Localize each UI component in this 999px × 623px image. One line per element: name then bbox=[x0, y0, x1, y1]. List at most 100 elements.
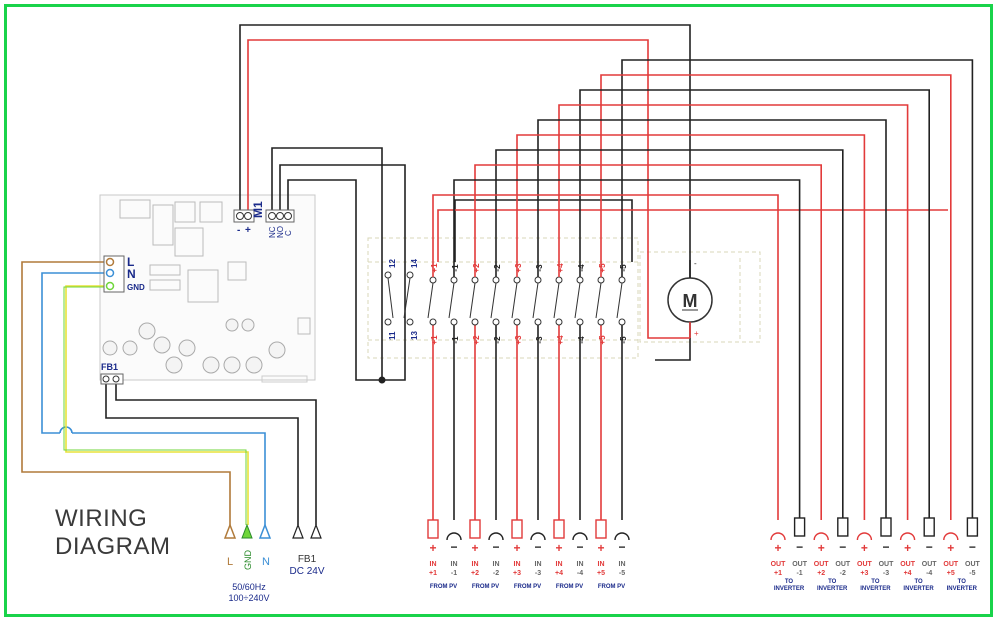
relay-c: C bbox=[284, 230, 293, 236]
input-group-label: FROM PV bbox=[472, 584, 499, 590]
mains-n-label: N bbox=[262, 556, 270, 568]
input-plus-top: IN bbox=[598, 561, 605, 568]
aux-11: 11 bbox=[388, 331, 397, 340]
output-minus-bottom: -1 bbox=[796, 570, 802, 577]
output-plus-block bbox=[770, 532, 786, 541]
input-plus-block bbox=[427, 519, 439, 539]
pole-contact-top bbox=[534, 276, 542, 284]
input-minus-top: IN bbox=[577, 561, 584, 568]
input-group-label: FROM PV bbox=[430, 584, 457, 590]
pole-label-bottom: -1 bbox=[451, 336, 460, 344]
mains-wires bbox=[21, 261, 317, 525]
input-plus-top: IN bbox=[514, 561, 521, 568]
input-plus-top: IN bbox=[472, 561, 479, 568]
pole-label-bottom: -2 bbox=[493, 336, 502, 344]
output-minus-block bbox=[793, 517, 806, 537]
output-minus-top: OUT bbox=[835, 561, 851, 568]
aux-12: 12 bbox=[388, 259, 397, 268]
power-n-label: N bbox=[127, 267, 136, 281]
output-minus-bottom: -5 bbox=[969, 570, 975, 577]
pole-label-top: -2 bbox=[493, 264, 502, 272]
input-minus-bottom: -2 bbox=[493, 570, 499, 577]
input-minus-sign: − bbox=[618, 540, 625, 554]
output-group-label-1: TO bbox=[914, 579, 923, 585]
input-plus-block bbox=[469, 519, 481, 539]
aux-13: 13 bbox=[410, 331, 419, 340]
input-minus-top: IN bbox=[535, 561, 542, 568]
output-minus-top: OUT bbox=[922, 561, 938, 568]
input-plus-bottom: +4 bbox=[555, 570, 563, 577]
output-wire bbox=[432, 194, 779, 520]
output-wires bbox=[432, 59, 974, 520]
output-plus-sign: + bbox=[947, 541, 954, 555]
pole-contact-bottom bbox=[534, 318, 542, 326]
fb-label: FB1 bbox=[298, 554, 317, 565]
title-line-2: DIAGRAM bbox=[55, 533, 171, 560]
pole-contact-top bbox=[513, 276, 521, 284]
input-minus-block bbox=[446, 532, 462, 541]
pole-label-bottom: +3 bbox=[514, 335, 523, 345]
output-plus-sign: + bbox=[818, 541, 825, 555]
input-minus-sign: − bbox=[534, 540, 541, 554]
input-minus-block bbox=[614, 532, 630, 541]
output-wire bbox=[621, 59, 974, 520]
input-plus-bottom: +1 bbox=[429, 570, 437, 577]
pole-switch bbox=[595, 282, 602, 319]
m1-terminal bbox=[233, 209, 295, 223]
input-plus-block bbox=[595, 519, 607, 539]
breaker-poles: +1+1-1-1+2+2-2-2+3+3-3-3+4+4-4-4+5+5-5-5 bbox=[427, 262, 628, 345]
power-l-label: L bbox=[127, 255, 134, 269]
input-minus-bottom: -3 bbox=[535, 570, 541, 577]
output-plus-top: OUT bbox=[943, 561, 959, 568]
relay-nc: NC bbox=[268, 226, 277, 238]
mains-arrows bbox=[223, 522, 322, 539]
output-group-label-2: INVERTER bbox=[860, 586, 891, 592]
pole-label-top: -1 bbox=[451, 264, 460, 272]
pole-switch bbox=[532, 282, 539, 319]
pole-contact-bottom bbox=[429, 318, 437, 326]
input-wires bbox=[432, 325, 623, 520]
pole-contact-top bbox=[555, 276, 563, 284]
input-group-label: FROM PV bbox=[556, 584, 583, 590]
fb-volt: DC 24V bbox=[289, 566, 324, 577]
output-group-label-2: INVERTER bbox=[774, 586, 805, 592]
input-group-label: FROM PV bbox=[514, 584, 541, 590]
pole-switch bbox=[490, 282, 497, 319]
pole-label-bottom: +1 bbox=[430, 335, 439, 345]
output-group-label-2: INVERTER bbox=[817, 586, 848, 592]
pole-contact-bottom bbox=[597, 318, 605, 326]
output-group-label-2: INVERTER bbox=[903, 586, 934, 592]
pole-label-bottom: -3 bbox=[535, 336, 544, 344]
pole-contact-bottom bbox=[471, 318, 479, 326]
pole-contact-bottom bbox=[492, 318, 500, 326]
output-plus-top: OUT bbox=[857, 561, 873, 568]
board-screws bbox=[102, 318, 286, 374]
output-plus-block bbox=[943, 532, 959, 541]
input-minus-bottom: -4 bbox=[577, 570, 583, 577]
diagram-frame bbox=[4, 4, 993, 617]
mains-freq: 50/60Hz bbox=[232, 582, 266, 592]
output-group-label-1: TO bbox=[871, 579, 880, 585]
input-plus-block bbox=[511, 519, 523, 539]
pole-label-top: +5 bbox=[598, 263, 607, 273]
m1-label: M1 bbox=[251, 201, 265, 218]
power-gnd-label: GND bbox=[127, 283, 145, 292]
aux-14: 14 bbox=[410, 259, 419, 268]
pole-label-bottom: +4 bbox=[556, 335, 565, 345]
output-plus-top: OUT bbox=[814, 561, 830, 568]
input-minus-block bbox=[530, 532, 546, 541]
input-plus-sign: + bbox=[429, 541, 436, 555]
output-minus-sign: − bbox=[796, 540, 803, 554]
title-line-1: WIRING bbox=[55, 505, 148, 532]
mains-l-label: L bbox=[227, 556, 233, 568]
wires bbox=[239, 24, 948, 381]
pole-contact-bottom bbox=[618, 318, 626, 326]
output-minus-bottom: -2 bbox=[840, 570, 846, 577]
output-wire bbox=[537, 119, 887, 520]
pole-contact-top bbox=[618, 276, 626, 284]
pole-switch bbox=[574, 282, 581, 319]
pole-contact-bottom bbox=[513, 318, 521, 326]
output-wire bbox=[600, 74, 952, 520]
aux-switch bbox=[384, 271, 414, 326]
